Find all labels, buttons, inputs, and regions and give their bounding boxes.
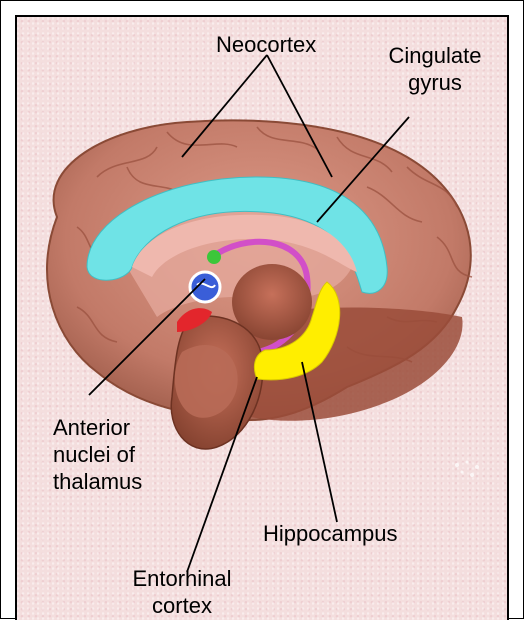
anterior-thalamus-nuclei xyxy=(190,272,220,302)
background-sparkle xyxy=(455,461,479,478)
label-cingulate-gyrus: Cingulate gyrus xyxy=(375,42,495,96)
label-entorhinal-line1: Entorhinal xyxy=(112,565,252,592)
label-anterior-nuclei: Anterior nuclei of thalamus xyxy=(53,414,142,495)
label-anterior-line2: nuclei of xyxy=(53,441,142,468)
label-cingulate-line2: gyrus xyxy=(375,69,495,96)
diagram-panel: Neocortex Cingulate gyrus Anterior nucle… xyxy=(15,15,509,620)
green-nucleus xyxy=(207,250,221,264)
label-entorhinal-line2: cortex xyxy=(112,592,252,619)
label-cingulate-line1: Cingulate xyxy=(375,42,495,69)
label-neocortex: Neocortex xyxy=(216,31,316,58)
label-anterior-line3: thalamus xyxy=(53,468,142,495)
label-anterior-line1: Anterior xyxy=(53,414,142,441)
label-hippocampus: Hippocampus xyxy=(263,520,398,547)
label-entorhinal-cortex: Entorhinal cortex xyxy=(112,565,252,619)
brain-illustration xyxy=(17,17,507,620)
